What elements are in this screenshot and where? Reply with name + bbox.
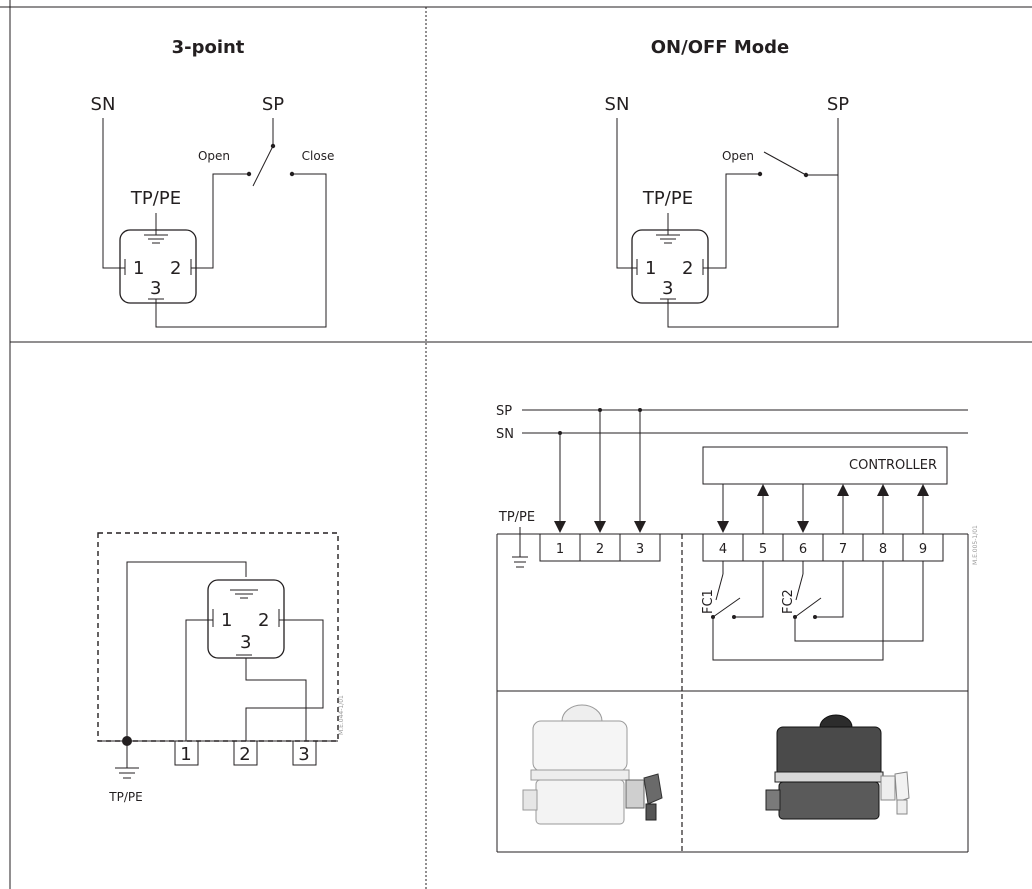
connector-ground-wire [126,561,247,741]
onoff-pin-3: 3 [662,278,673,299]
wiring-terminal-2: 2 [596,542,604,557]
onoff-pin-2: 2 [682,258,693,279]
onoff-connector [631,229,709,304]
three-point-pin-1: 1 [133,258,144,279]
three-point-sp-label: SP [262,94,284,115]
onoff-ground-icon [656,213,680,244]
wiring-limit-switches [711,561,924,661]
wiring-terminal-3: 3 [636,542,644,557]
three-point-ground-icon [144,213,168,244]
onoff-switch [763,151,807,176]
connector-ref-code: M.E.044-1/01 [338,695,345,735]
onoff-open-wire [703,173,760,269]
onoff-sp-label: SP [827,94,849,115]
wiring-sn-label: SN [496,427,514,442]
onoff-open-label: Open [722,149,754,163]
connector-wire-1 [185,619,213,741]
wiring-terminal-7: 7 [839,542,847,557]
connector-earth-icon [115,767,139,779]
wiring-supply-connections [554,408,646,533]
connector-ground-icon [230,589,258,599]
onoff-sn-wire [616,118,637,269]
actuator-dark-image [765,714,910,820]
panel-connector: 1 2 3 TP/PE 1 2 3 M.E.044-1/01 [97,532,345,804]
panel-three-point: 3-point SN SP Open Close TP/PE 1 2 3 [91,37,335,328]
three-point-pin-2: 2 [170,258,181,279]
connector-pin-3: 3 [240,632,251,653]
connector-terminal-1 [174,740,199,766]
onoff-title: ON/OFF Mode [651,37,789,58]
panel-wiring: SP SN CONTROLLER TP/PE [496,404,979,853]
controller-label: CONTROLLER [849,458,937,473]
three-point-close-wire [155,173,327,328]
wiring-fc1-label: FC1 [701,589,716,614]
wiring-terminal-4: 4 [719,542,727,557]
wiring-terminal-6: 6 [799,542,807,557]
actuator-light-image [522,704,663,825]
onoff-sp-wire [667,118,839,328]
wiring-terminal-8: 8 [879,542,887,557]
onoff-sn-label: SN [605,94,630,115]
wiring-tppe-label: TP/PE [498,510,535,525]
wiring-ref-code: M.E.005-1/01 [972,525,979,565]
three-point-sn-wire [102,118,125,269]
three-point-sn-label: SN [91,94,116,115]
connector-terminal-3 [292,740,317,766]
wiring-ground-icon [512,527,528,568]
wiring-fc2-label: FC2 [781,589,796,614]
three-point-title: 3-point [172,37,245,58]
three-point-open-label: Open [198,149,230,163]
three-point-pin-3: 3 [150,278,161,299]
wiring-terminal-5: 5 [759,542,767,557]
connector-terminal-2 [233,740,258,766]
onoff-tppe-label: TP/PE [642,188,693,209]
three-point-switch [252,145,274,187]
connector-housing-outline [97,532,339,742]
wiring-sp-label: SP [496,404,512,419]
connector-terminal-3-label: 3 [298,744,309,765]
connector-wire-2 [245,619,324,741]
wiring-terminal-1: 1 [556,542,564,557]
connector-terminal-2-label: 2 [239,744,250,765]
connector-pin-2: 2 [258,610,269,631]
connector-pin-1: 1 [221,610,232,631]
onoff-pin-1: 1 [645,258,656,279]
wiring-terminal-9: 9 [919,542,927,557]
three-point-close-label: Close [302,149,335,163]
three-point-open-wire [191,173,249,269]
three-point-tppe-label: TP/PE [130,188,181,209]
connector-wire-3 [245,658,307,741]
wiring-controller-connections [717,484,929,534]
connector-tppe-label: TP/PE [108,790,142,804]
connector-terminal-1-label: 1 [180,744,191,765]
controller-box [702,446,948,485]
three-point-connector [119,229,197,304]
panel-onoff: ON/OFF Mode SN SP Open TP/PE 1 2 3 [605,37,849,328]
